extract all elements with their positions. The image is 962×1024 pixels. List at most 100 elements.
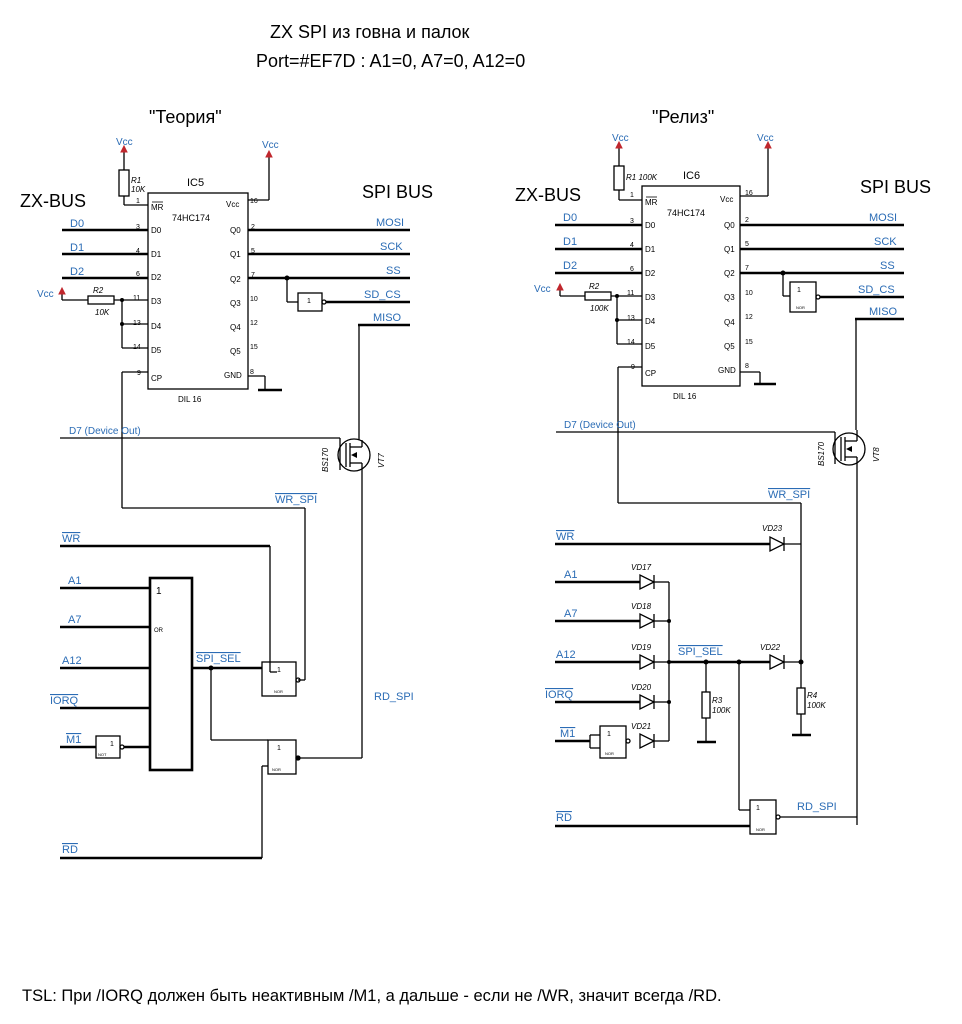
theory-spisel-label: SPI_SEL	[196, 653, 241, 665]
release-r4-value: 100K	[807, 701, 826, 710]
gate-label: NOR	[605, 751, 614, 756]
pin-number: 16	[745, 190, 753, 197]
pin-name: D0	[645, 221, 656, 230]
release-vcc-label-r1: Vcc	[612, 133, 629, 144]
pin-number: 5	[745, 241, 749, 248]
pin-name: MR	[151, 203, 164, 212]
pin-number: 3	[630, 218, 634, 225]
pin-number: 7	[745, 265, 749, 272]
release-a7-label: A7	[564, 608, 577, 620]
theory-vcc-label-ic: Vcc	[262, 140, 279, 151]
gate-label: NOT	[98, 752, 107, 757]
pin-number: 10	[745, 290, 753, 297]
theory-a7-label: A7	[68, 614, 81, 626]
pin-name: Q1	[724, 245, 735, 254]
pin-name: Q0	[230, 226, 241, 235]
pin-number: 7	[251, 272, 255, 279]
release-output-mosi: MOSI	[869, 212, 897, 224]
pin-name: D5	[151, 346, 162, 355]
pin-number: 5	[251, 248, 255, 255]
pin-number: 1	[630, 192, 634, 199]
release-output-miso: MISO	[869, 306, 898, 318]
resistor-r1	[118, 169, 130, 197]
theory-output-ss: SS	[386, 265, 401, 277]
pin-number: 10	[250, 296, 258, 303]
release-vt8-label: VT8	[872, 447, 881, 462]
theory-input-d2: D2	[70, 266, 84, 278]
pin-number: 2	[745, 217, 749, 224]
pin-number: 13	[627, 315, 635, 322]
theory-schematic: "Теория" ZX-BUS SPI BUS Vcc Vcc R1 10K I…	[20, 107, 433, 860]
release-resistor-r3	[701, 691, 711, 719]
pin-number: 16	[250, 198, 258, 205]
vcc-arrow-icon	[265, 149, 273, 158]
release-wrspi-label: WR_SPI	[768, 489, 810, 501]
release-a12-label: A12	[556, 649, 576, 661]
gate-label: NOR	[756, 827, 765, 832]
pin-name: D5	[645, 342, 656, 351]
gate-one: 1	[277, 745, 281, 752]
pin-name: D4	[151, 322, 162, 331]
release-r1-label: R1 100K	[626, 173, 658, 182]
diode-vd19	[639, 653, 656, 671]
theory-rdspi-label: RD_SPI	[374, 691, 414, 703]
release-r3-label: R3	[712, 696, 723, 705]
vcc-arrow-icon	[58, 286, 66, 295]
pin-number: 15	[250, 344, 258, 351]
release-r4-label: R4	[807, 691, 818, 700]
diode-label: VD21	[631, 722, 651, 731]
vcc-arrow-icon	[120, 144, 128, 153]
pin-name: D1	[151, 250, 162, 259]
pin-number: 8	[250, 369, 254, 376]
release-input-d0: D0	[563, 212, 577, 224]
pin-number: 8	[745, 363, 749, 370]
release-heading: "Релиз"	[652, 107, 714, 127]
theory-spibus-label: SPI BUS	[362, 182, 433, 202]
ic5-name: IC5	[187, 177, 204, 189]
diode-label: VD19	[631, 643, 652, 652]
theory-input-d0: D0	[70, 218, 84, 230]
release-vcc-label-ic: Vcc	[757, 133, 774, 144]
pin-number: 4	[630, 242, 634, 249]
theory-a12-label: A12	[62, 655, 82, 667]
pin-name: D3	[151, 297, 162, 306]
theory-output-sck: SCK	[380, 241, 403, 253]
release-rdspi-label: RD_SPI	[797, 801, 837, 813]
theory-zxbus-label: ZX-BUS	[20, 191, 86, 211]
release-resistor-r2	[584, 291, 612, 301]
theory-output-mosi: MOSI	[376, 217, 404, 229]
ic5-right-pins: 16 Vcc 2 Q0 5 Q1 7 Q2 10 Q3 12 Q4 15 Q5 …	[224, 198, 258, 380]
pin-name: D2	[645, 269, 656, 278]
release-zxbus-label: ZX-BUS	[515, 185, 581, 205]
theory-mosfet-vt7	[337, 438, 371, 472]
theory-heading: "Теория"	[149, 107, 222, 127]
ic6-name: IC6	[683, 170, 700, 182]
ic5-package: DIL 16	[178, 395, 202, 404]
release-r2-value: 100K	[590, 304, 609, 313]
r2-label: R2	[93, 286, 104, 295]
pin-name: Q4	[230, 323, 241, 332]
diode-label: VD22	[760, 643, 781, 652]
vcc-arrow-icon	[556, 282, 564, 291]
release-mosfet-vt8	[832, 432, 866, 466]
release-wr-label: WR	[556, 531, 574, 543]
theory-iorq-label: IORQ	[50, 695, 79, 707]
release-m1-label: M1	[560, 728, 575, 740]
pin-name: D3	[645, 293, 656, 302]
diode-label: VD18	[631, 602, 652, 611]
pin-name: Vcc	[720, 195, 733, 204]
pin-name: D0	[151, 226, 162, 235]
release-a1-label: A1	[564, 569, 577, 581]
ic6-right-pins: 16 Vcc 2 Q0 5 Q1 7 Q2 10 Q3 12 Q4 15 Q5 …	[718, 190, 753, 375]
ic5-body	[147, 192, 249, 390]
theory-input-d1: D1	[70, 242, 84, 254]
pin-name: Q3	[724, 293, 735, 302]
pin-number: 9	[137, 370, 141, 377]
pin-name: Q2	[230, 275, 241, 284]
release-output-sck: SCK	[874, 236, 897, 248]
pin-name: MR	[645, 198, 658, 207]
release-r3-value: 100K	[712, 706, 731, 715]
theory-a1-label: A1	[68, 575, 81, 587]
release-bs170-label: BS170	[817, 441, 826, 466]
pin-name: D1	[645, 245, 656, 254]
